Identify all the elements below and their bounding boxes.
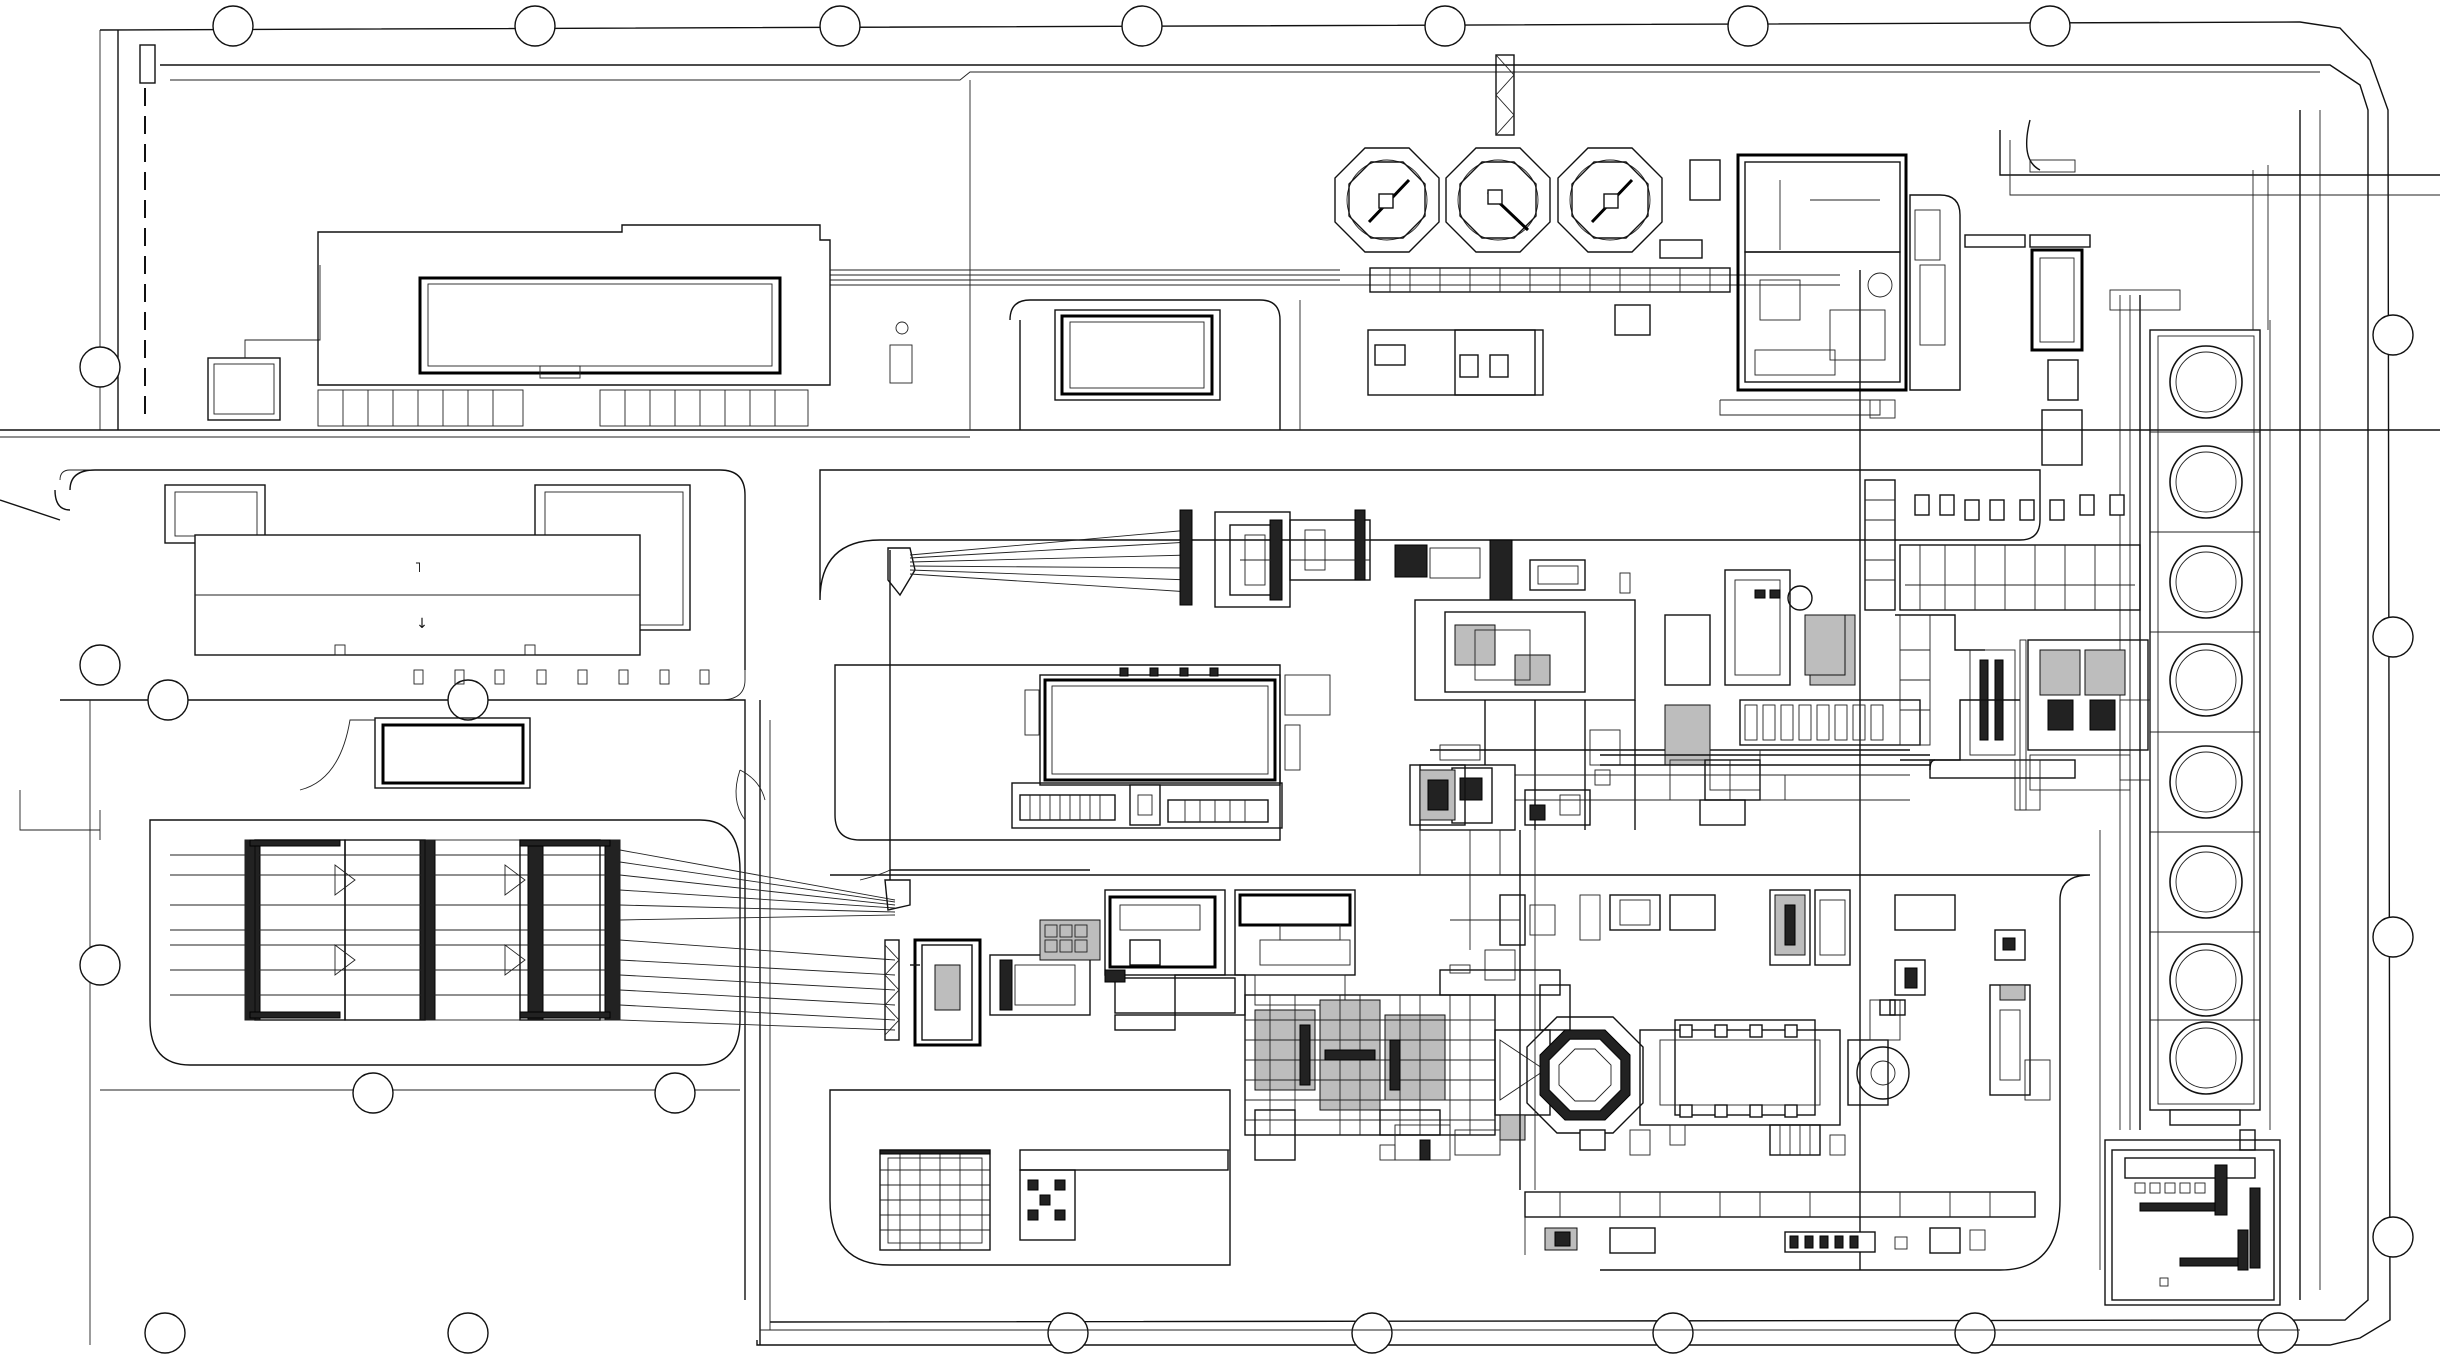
survey-marker-icon: [447, 1312, 489, 1354]
survey-marker-icon: [2257, 1312, 2299, 1354]
west-hall: ˥ ↓: [54, 469, 766, 840]
parking-stalls: [342, 390, 776, 426]
survey-marker-icon: [144, 1312, 186, 1354]
survey-marker-icon: [1954, 1312, 1996, 1354]
southeast-building: [2104, 1139, 2281, 1306]
survey-marker-icon: [2029, 5, 2071, 47]
northwest-area: [139, 44, 1340, 427]
hall-mark: ˥: [415, 560, 422, 576]
survey-marker-icon: [352, 1072, 394, 1114]
survey-markers: [79, 5, 2414, 1354]
survey-marker-icon: [819, 5, 861, 47]
survey-marker-icon: [79, 644, 121, 686]
hall-mark: ↓: [416, 616, 428, 632]
survey-marker-icon: [212, 5, 254, 47]
survey-marker-icon: [2372, 916, 2414, 958]
survey-marker-icon: [79, 346, 121, 388]
process-area: [1409, 479, 2151, 876]
gantry-lines: [887, 509, 1631, 880]
survey-marker-icon: [1351, 1312, 1393, 1354]
survey-marker-icon: [2372, 314, 2414, 356]
survey-marker-icon: [447, 679, 489, 721]
survey-marker-icon: [79, 944, 121, 986]
main-plant: [913, 889, 2051, 1254]
survey-marker-icon: [1727, 5, 1769, 47]
survey-marker-icon: [147, 679, 189, 721]
survey-marker-icon: [2372, 1216, 2414, 1258]
tank-farm: [2109, 165, 2271, 1151]
survey-marker-icon: [1121, 5, 1163, 47]
southwest-small-buildings: [879, 1149, 1229, 1251]
survey-marker-icon: [2372, 616, 2414, 658]
octagon-tanks: [1334, 54, 1731, 396]
site-boundary: [0, 21, 2440, 1346]
storage-tank-icon: [2169, 345, 2243, 1095]
survey-marker-icon: [1047, 1312, 1089, 1354]
survey-marker-icon: [514, 5, 556, 47]
northeast-buildings: [1719, 153, 2091, 466]
feed-lines: [760, 830, 2300, 1331]
survey-marker-icon: [1652, 1312, 1694, 1354]
survey-marker-icon: [1424, 5, 1466, 47]
substation-structure: [170, 839, 911, 1041]
center-building: [1011, 667, 1331, 829]
survey-marker-icon: [654, 1072, 696, 1114]
